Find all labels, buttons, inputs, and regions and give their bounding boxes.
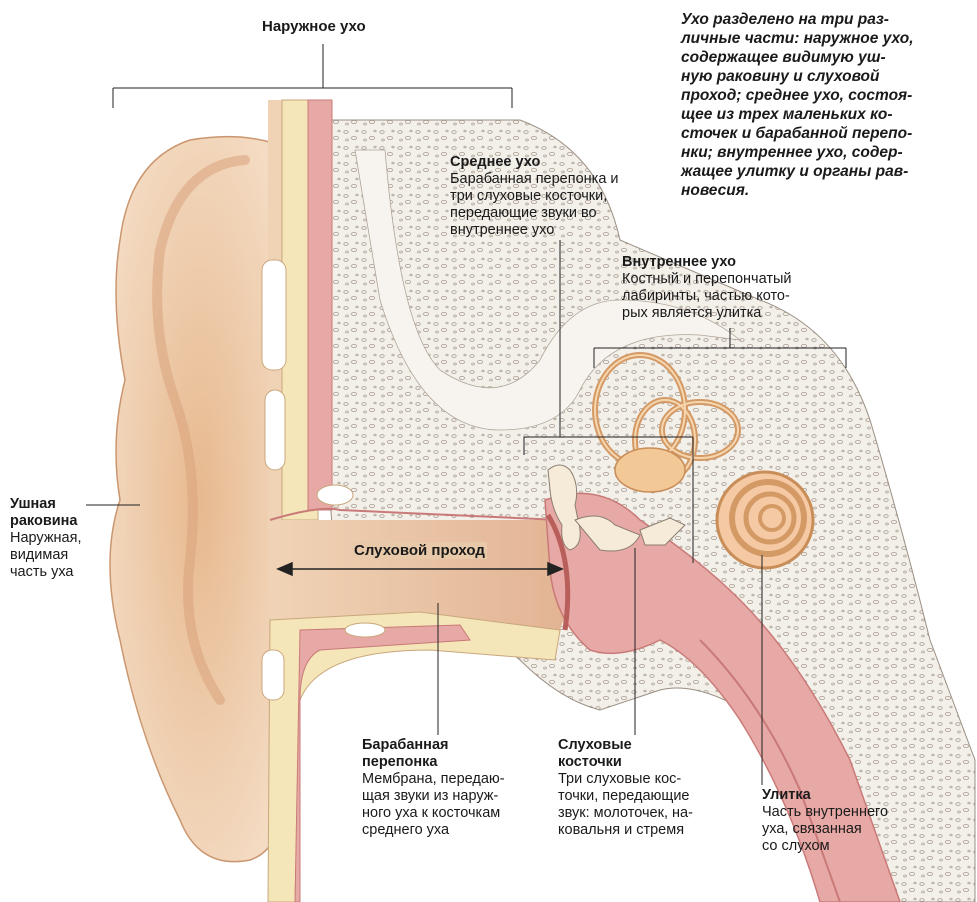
- eardrum-shape: [545, 513, 571, 631]
- cochlea-desc: Часть внутреннего уха, связанная со слух…: [762, 804, 889, 854]
- middle-ear-bracket: [523, 240, 694, 563]
- middle-ear-title: Среднее ухо: [450, 154, 541, 170]
- intro-text: Ухо разделено на три раз- личные части: …: [681, 11, 914, 199]
- auricle-label: Ушная раковина Наружная, видимая часть у…: [10, 496, 100, 581]
- auricle-title: Ушная раковина: [10, 496, 78, 529]
- cochlea-title: Улитка: [762, 787, 811, 803]
- inner-ear-desc: Костный и перепончатый лабиринты, частью…: [622, 271, 792, 321]
- eardrum-title: Барабанная перепонка: [362, 737, 449, 770]
- ossicles-desc: Три слуховые кос- точки, передающие звук…: [558, 771, 693, 838]
- middle-ear-label: Среднее ухо Барабанная перепонка и три с…: [450, 154, 670, 239]
- auricle-shape: [109, 135, 291, 863]
- cochlea-label: Улитка Часть внутреннего уха, связанная …: [762, 787, 942, 855]
- ossicles-title: Слуховые косточки: [558, 737, 632, 770]
- inner-ear-title: Внутреннее ухо: [622, 254, 736, 270]
- ear-canal-shape: [270, 520, 574, 630]
- middle-ear-desc: Барабанная перепонка и три слуховые кост…: [450, 171, 619, 238]
- auricle-desc: Наружная, видимая часть уха: [10, 530, 82, 580]
- ear-canal-arrow: [276, 561, 564, 577]
- inner-ear-label: Внутреннее ухо Костный и перепончатый ла…: [622, 254, 852, 322]
- outer-ear-bracket: [112, 44, 513, 108]
- pink-layer-upper: [307, 99, 333, 511]
- ossicles-shape: [547, 464, 686, 552]
- eardrum-desc: Мембрана, передаю- щая звуки из наруж- н…: [362, 771, 505, 838]
- cochlea-shape: [715, 470, 815, 570]
- ossicles-label: Слуховые косточки Три слуховые кос- точк…: [558, 737, 748, 839]
- outer-ear-title: Наружное ухо: [262, 18, 366, 35]
- inner-ear-bracket: [593, 328, 847, 368]
- ear-canal-label: Слуховой проход: [352, 542, 487, 559]
- eardrum-label: Барабанная перепонка Мембрана, передаю- …: [362, 737, 542, 839]
- epitympanic-space: [354, 149, 742, 431]
- leader-lines: [86, 504, 763, 785]
